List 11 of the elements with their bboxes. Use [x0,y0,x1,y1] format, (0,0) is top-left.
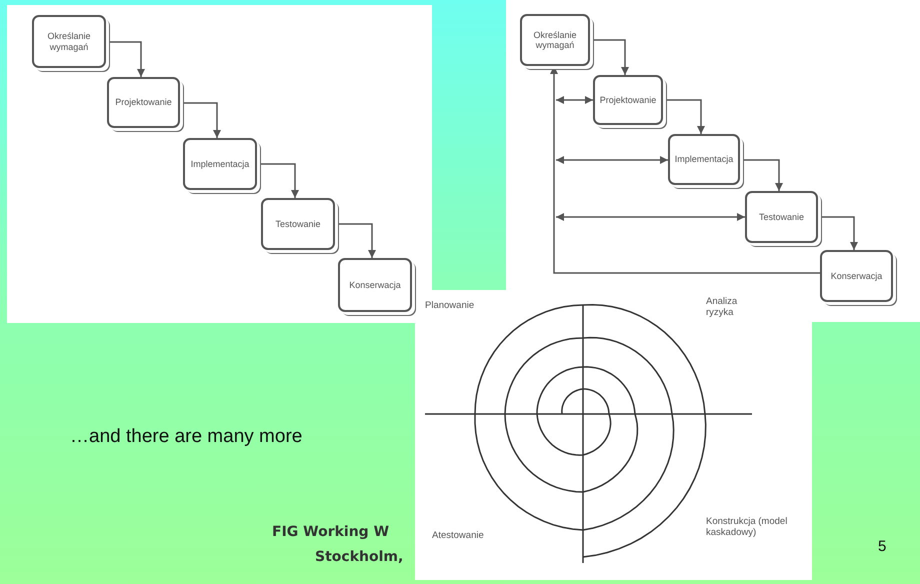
quadrant-label: Konstrukcja (model kaskadowy) [706,516,788,539]
quadrant-label: Analiza ryzyka [706,296,738,319]
quadrant-label: Planowanie [425,300,474,312]
arrow [556,156,668,164]
footer-text: Stockholm, [315,549,404,565]
arrow [556,213,745,221]
footer-text: FIG Working W [272,524,390,540]
slide-text: …and there are many more [70,426,302,448]
quadrant-label: Atestowanie [432,530,484,542]
page-number: 5 [878,538,886,555]
arrow [556,96,593,104]
